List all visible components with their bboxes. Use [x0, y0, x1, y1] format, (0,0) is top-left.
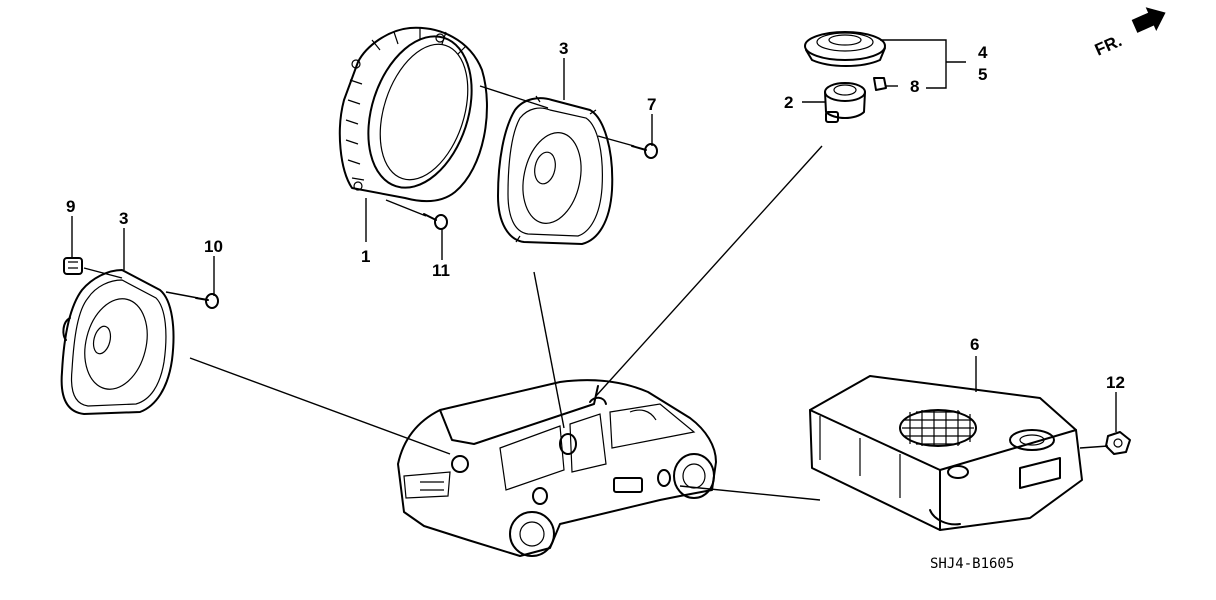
speaker-grille: [899, 409, 977, 447]
callout-4: 4: [978, 43, 988, 62]
diagram-code: SHJ4-B1605: [930, 556, 1014, 572]
callout-10: 10: [204, 237, 223, 256]
callout-lines: [71, 39, 1117, 432]
tweeter-cover[interactable]: [804, 31, 886, 67]
callout-7: 7: [647, 95, 656, 114]
callout-6: 6: [970, 335, 979, 354]
front-door-speaker[interactable]: [497, 95, 614, 245]
amplifier-unit[interactable]: [809, 375, 1083, 531]
rear-speaker[interactable]: [60, 269, 175, 415]
callout-1: 1: [361, 247, 370, 266]
screw-11[interactable]: [423, 213, 448, 230]
screw-7[interactable]: [631, 143, 658, 159]
callout-2: 2: [784, 93, 793, 112]
direction-label: FR.: [1092, 31, 1125, 59]
screw-10[interactable]: [195, 293, 219, 309]
nut-12[interactable]: [1105, 431, 1131, 455]
front-arrow-icon: [1131, 7, 1166, 33]
callout-8: 8: [910, 77, 919, 96]
callout-11: 11: [432, 261, 450, 280]
clip-9[interactable]: [63, 257, 83, 275]
leader-lines: [83, 85, 1109, 501]
minivan-icon: [397, 379, 717, 557]
callout-9: 9: [66, 197, 75, 216]
clip-8[interactable]: [873, 77, 887, 91]
callout-3-front: 3: [559, 39, 568, 58]
tweeter[interactable]: [824, 82, 866, 123]
speaker-bracket[interactable]: [338, 23, 490, 203]
callout-3-rear: 3: [119, 209, 128, 228]
callout-12: 12: [1106, 373, 1125, 392]
callout-5: 5: [978, 65, 987, 84]
